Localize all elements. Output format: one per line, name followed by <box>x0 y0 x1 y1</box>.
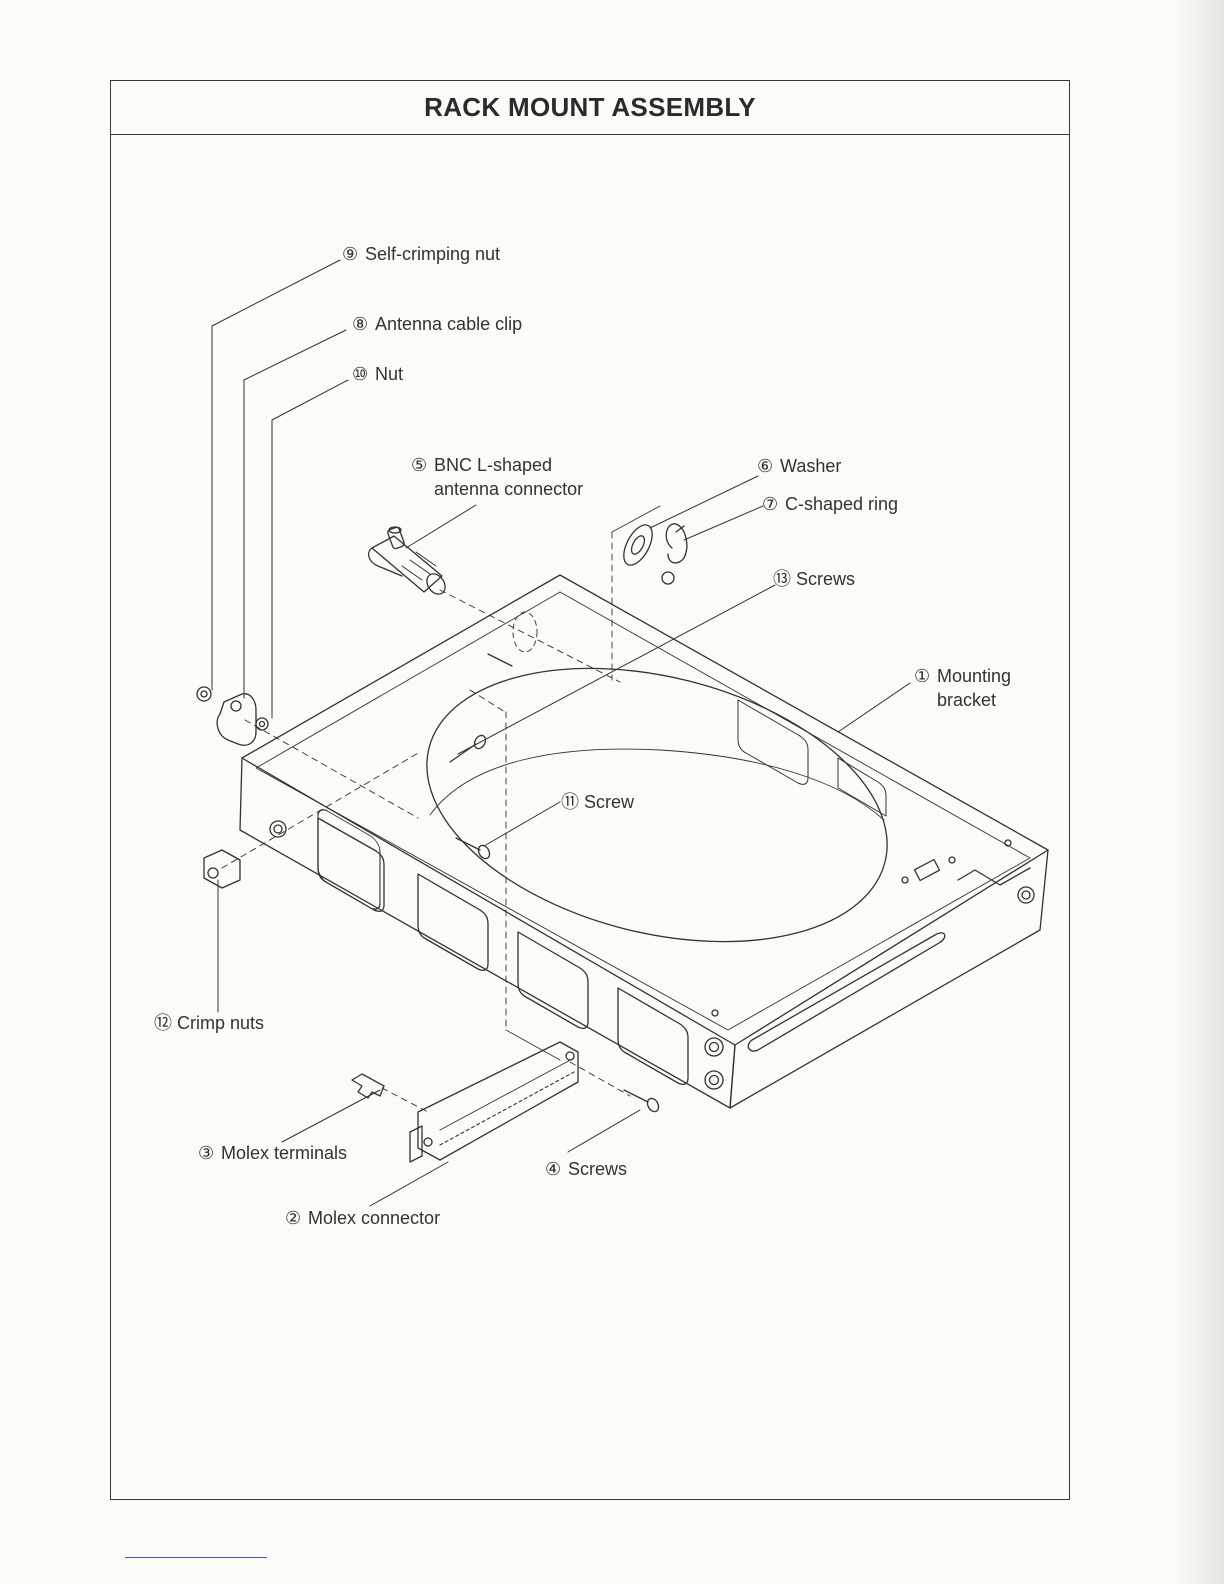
svg-text:Mounting: Mounting <box>937 666 1011 686</box>
bnc-connector <box>369 527 449 598</box>
screws-4 <box>624 1090 661 1114</box>
svg-text:⑤: ⑤ <box>411 455 427 476</box>
svg-text:C-shaped ring: C-shaped ring <box>785 494 898 514</box>
svg-text:⑨: ⑨ <box>342 244 358 265</box>
part-labels: ⑨ Self-crimping nut ⑧ Antenna cable clip… <box>154 244 1011 1229</box>
svg-text:BNC L-shaped: BNC L-shaped <box>434 455 552 475</box>
label-nut: ⑩ Nut <box>352 364 403 385</box>
assembly-guide-lines <box>222 532 630 1112</box>
svg-text:Washer: Washer <box>780 456 841 476</box>
label-screws-13: ⑬ Screws <box>773 569 855 590</box>
svg-text:①: ① <box>914 666 930 687</box>
screw-11 <box>456 838 492 861</box>
nut <box>256 718 268 730</box>
screws-13 <box>450 654 512 762</box>
label-screw-11: ⑪ Screw <box>561 792 635 813</box>
label-c-shaped-ring: ⑦ C-shaped ring <box>762 494 898 515</box>
antenna-cable-clip <box>217 694 256 746</box>
label-bnc-connector: ⑤ BNC L-shaped antenna connector <box>411 455 583 499</box>
svg-text:bracket: bracket <box>937 690 996 710</box>
svg-text:⑧: ⑧ <box>352 314 368 335</box>
label-antenna-cable-clip: ⑧ Antenna cable clip <box>352 314 522 335</box>
svg-text:③: ③ <box>198 1143 214 1164</box>
washer <box>618 520 658 569</box>
footer-rule <box>125 1557 267 1558</box>
svg-text:Nut: Nut <box>375 364 403 384</box>
svg-text:⑥: ⑥ <box>757 456 773 477</box>
svg-text:⑦: ⑦ <box>762 494 778 515</box>
label-molex-connector: ② Molex connector <box>285 1208 440 1229</box>
svg-text:④: ④ <box>545 1159 561 1180</box>
crimp-nut <box>204 850 240 888</box>
svg-text:Screw: Screw <box>584 792 635 812</box>
svg-text:Screws: Screws <box>568 1159 627 1179</box>
svg-text:antenna connector: antenna connector <box>434 479 583 499</box>
molex-connector <box>410 1042 578 1162</box>
label-washer: ⑥ Washer <box>757 456 841 477</box>
c-shaped-ring <box>662 524 687 584</box>
molex-terminal <box>352 1074 384 1098</box>
svg-text:Molex connector: Molex connector <box>308 1208 440 1228</box>
svg-text:Crimp nuts: Crimp nuts <box>177 1013 264 1033</box>
bracket-frame-lines <box>506 506 660 1060</box>
svg-text:Self-crimping nut: Self-crimping nut <box>365 244 500 264</box>
svg-text:②: ② <box>285 1208 301 1229</box>
label-mounting-bracket: ① Mounting bracket <box>914 666 1011 710</box>
self-crimping-nut <box>197 687 211 701</box>
svg-text:⑪: ⑪ <box>561 792 579 813</box>
svg-text:⑩: ⑩ <box>352 364 368 385</box>
svg-text:Screws: Screws <box>796 569 855 589</box>
label-crimp-nuts: ⑫ Crimp nuts <box>154 1013 264 1034</box>
label-molex-terminals: ③ Molex terminals <box>198 1143 347 1164</box>
svg-text:⑬: ⑬ <box>773 569 791 590</box>
svg-text:Molex terminals: Molex terminals <box>221 1143 347 1163</box>
label-screws-4: ④ Screws <box>545 1159 627 1180</box>
label-self-crimping-nut: ⑨ Self-crimping nut <box>342 244 500 265</box>
svg-text:Antenna cable clip: Antenna cable clip <box>375 314 522 334</box>
svg-text:⑫: ⑫ <box>154 1013 172 1034</box>
